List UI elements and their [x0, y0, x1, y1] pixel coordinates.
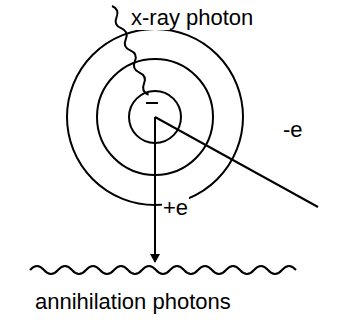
- nucleus-tick: [146, 102, 158, 104]
- charge-label: +e: [162, 196, 189, 220]
- charge-label: -e: [282, 118, 304, 142]
- electron-path: [155, 117, 318, 207]
- annihilation-wave: [30, 266, 296, 274]
- positron-arrow: [154, 117, 156, 262]
- photon-label: x-ray photon: [130, 6, 254, 30]
- photon-label: annihilation photons: [34, 290, 232, 314]
